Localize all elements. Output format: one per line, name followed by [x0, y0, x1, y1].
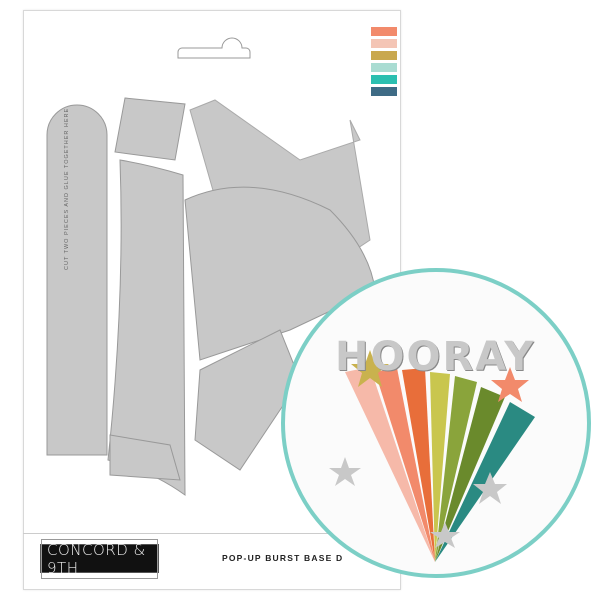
product-name: POP-UP BURST BASE D — [222, 553, 344, 563]
ray — [435, 387, 505, 562]
die-tab-bottom — [109, 434, 181, 481]
swatch — [371, 75, 397, 84]
star — [491, 367, 529, 402]
sample-photo: HOORAY — [281, 268, 591, 578]
footer-divider — [23, 533, 399, 534]
star — [351, 350, 389, 387]
burst-rays — [329, 350, 535, 562]
swatch — [371, 63, 397, 72]
ray — [402, 368, 435, 562]
die-tab-top — [114, 97, 186, 161]
star — [329, 457, 361, 486]
brand-logo-text: CONCORD & 9TH — [41, 538, 158, 579]
banner-text: HOORAY — [335, 334, 536, 380]
star — [473, 472, 507, 504]
star — [430, 522, 460, 548]
brand-logo: CONCORD & 9TH — [40, 538, 159, 579]
die-strip — [46, 104, 108, 456]
ray — [345, 367, 435, 562]
die-burst-lower — [194, 329, 301, 471]
ray — [435, 402, 535, 562]
swatch — [371, 39, 397, 48]
ray — [375, 368, 435, 562]
ray — [430, 372, 450, 562]
swatch — [371, 51, 397, 60]
swatch — [371, 87, 397, 96]
ray — [435, 376, 477, 562]
hang-tab — [177, 37, 251, 59]
color-swatches — [371, 27, 397, 99]
die-vertical-note: CUT TWO PIECES AND GLUE TOGETHER HERE — [64, 107, 70, 270]
swatch — [371, 27, 397, 36]
